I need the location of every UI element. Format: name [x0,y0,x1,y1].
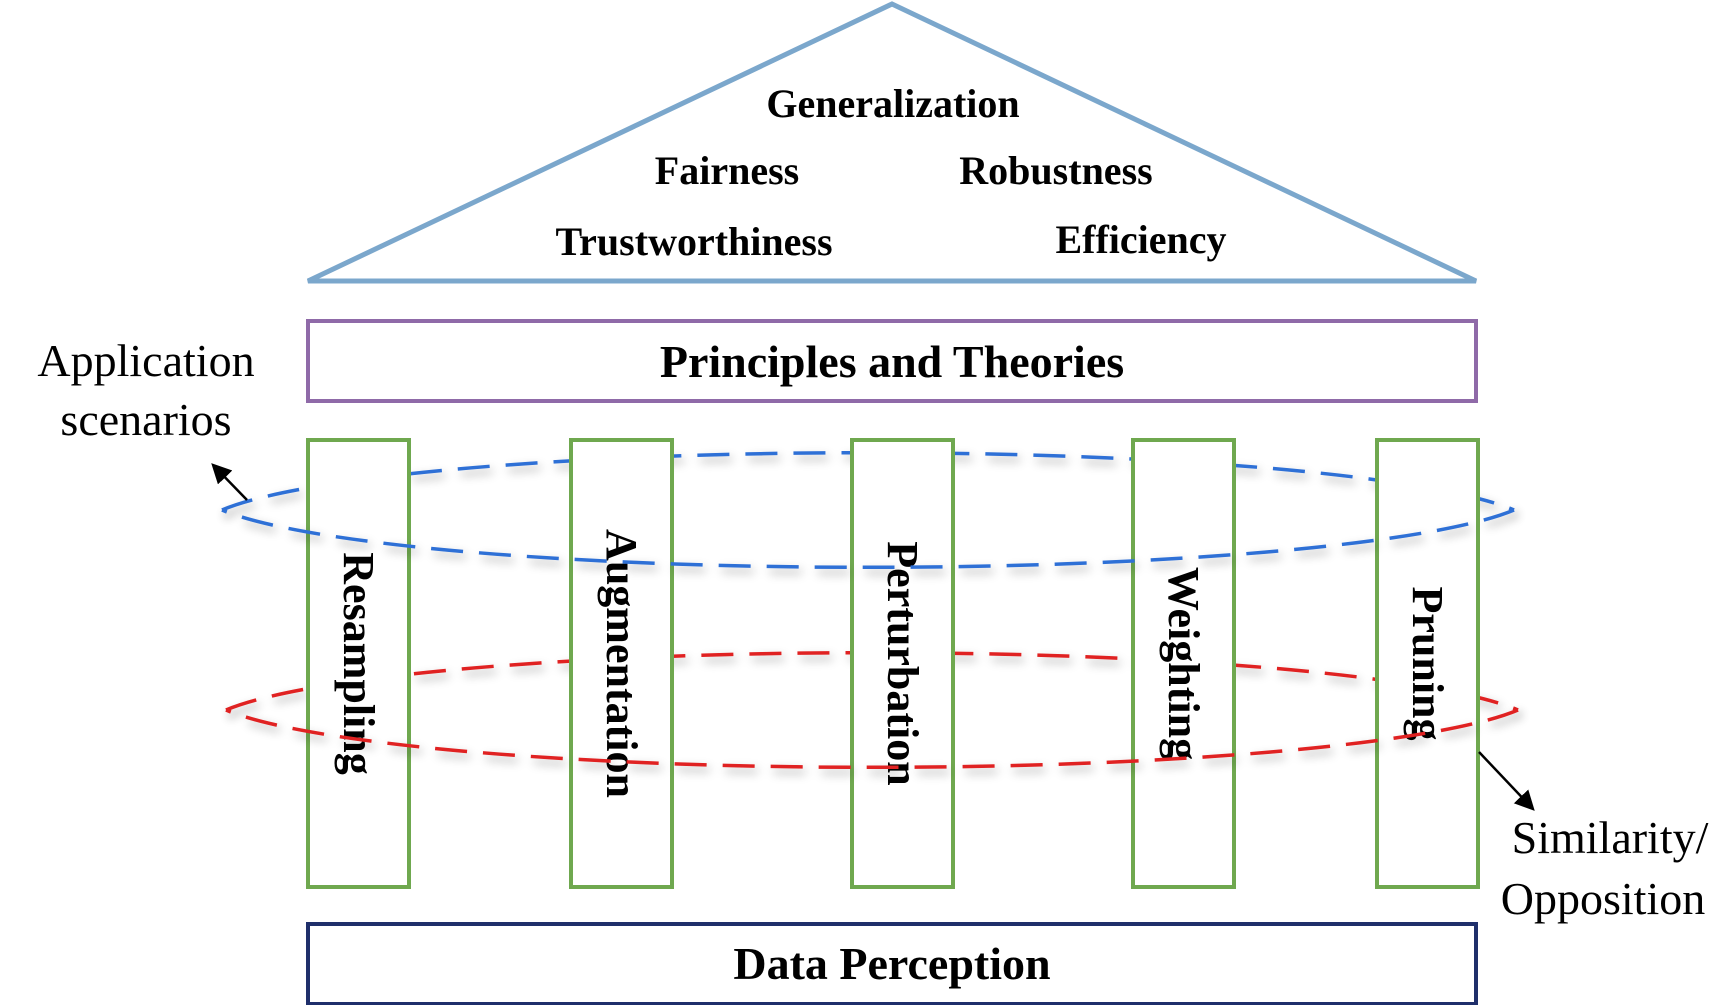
red-ring-front [225,708,1519,770]
roof-term-efficiency: Efficiency [1055,217,1226,262]
similarity-opposition-arrow [1478,751,1535,811]
roof-term-generalization: Generalization [766,81,1019,126]
pillar-pruning: Pruning [1375,438,1480,889]
similarity-opposition-line2: Opposition [1501,873,1705,924]
pillar-label-pruning: Pruning [1403,586,1452,740]
data-perception-box [306,922,1478,1005]
principles-and-theories-box [306,319,1478,403]
pillar-resampling: Resampling [306,438,411,889]
pillar-perturbation: Perturbation [850,438,955,889]
application-scenarios-line1: Application [37,335,254,386]
roof-term-robustness: Robustness [959,148,1152,193]
pillar-label-augmentation: Augmentation [597,529,646,798]
application-scenarios-arrow [211,463,248,501]
pillar-weighting: Weighting [1131,438,1236,889]
roof-term-trustworthiness: Trustworthiness [555,219,832,264]
pillar-label-perturbation: Perturbation [878,541,927,785]
pillar-label-resampling: Resampling [334,552,383,774]
roof-term-fairness: Fairness [655,148,799,193]
similarity-opposition-line1: Similarity/ [1512,812,1709,863]
application-scenarios-line2: scenarios [60,394,231,445]
blue-ring-front [221,508,1515,570]
principles-and-theories-label: Principles and Theories [660,336,1124,387]
data-perception-label: Data Perception [733,938,1050,989]
roof-triangle [306,1,1478,284]
pillar-label-weighting: Weighting [1159,567,1208,760]
pillar-augmentation: Augmentation [569,438,674,889]
